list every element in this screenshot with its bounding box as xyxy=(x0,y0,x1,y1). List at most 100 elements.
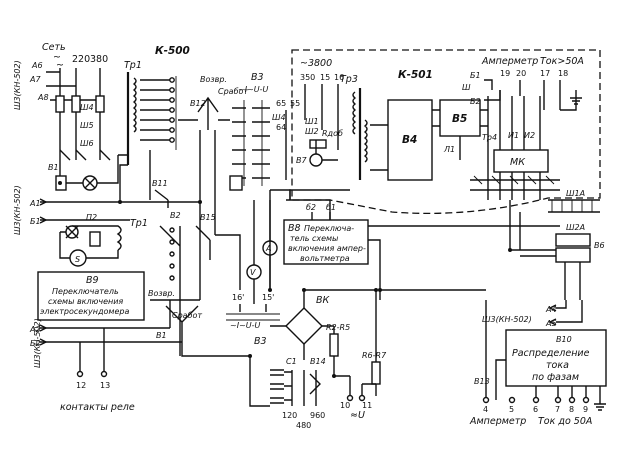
interconnect-wires xyxy=(119,180,486,356)
label-b5: В5 xyxy=(452,113,467,125)
label-mode-bot: ~I~U-U xyxy=(230,321,261,330)
label-b8-line2: тель схемы xyxy=(290,234,338,243)
label-sh2a: Ш2А xyxy=(566,223,585,232)
label-srabat-bot: Сработ xyxy=(172,311,202,320)
label-sh5-left: Ш5 xyxy=(80,121,94,130)
label-sh3-right: Ш3(КН-502) xyxy=(482,315,532,324)
label-p2: П2 xyxy=(86,213,97,222)
label-sh3-top: Ш3(КН-502) xyxy=(13,60,22,110)
label-t6: 6 xyxy=(533,405,538,414)
label-n19: 19 xyxy=(500,69,510,78)
b9-box xyxy=(37,271,145,321)
label-k500: К-500 xyxy=(155,45,190,57)
label-t4: 4 xyxy=(483,405,488,414)
k501-dashed-enclosure xyxy=(291,49,601,215)
label-220: 220 xyxy=(72,54,90,65)
label-b8-line4: вольтметра xyxy=(300,254,350,263)
label-t9: 9 xyxy=(583,405,588,414)
label-b9-title: В9 xyxy=(86,275,99,286)
label-b10-line2: тока xyxy=(546,360,569,371)
b10-box xyxy=(505,329,607,387)
label-b6: В6 xyxy=(594,241,605,250)
label-sh3-bot: Ш3(КН-502) xyxy=(33,318,42,368)
label-a-meter: А xyxy=(265,244,271,253)
label-b10-line1: Распределение xyxy=(512,348,590,359)
b8-box xyxy=(283,219,369,265)
label-b11: В11 xyxy=(152,179,168,188)
label-sh2: Ш2 xyxy=(305,127,319,136)
label-contacts: контакты реле xyxy=(60,402,135,413)
label-b8-line3: включения ампер- xyxy=(288,244,366,253)
block-mk xyxy=(493,149,549,173)
label-b1-top: Б1 xyxy=(470,71,481,80)
label-c12: 12 xyxy=(76,381,86,390)
label-b9-line3: электросекундомера xyxy=(40,307,129,316)
label-tok-top: Ток>50А xyxy=(540,56,584,67)
label-b1-sw: В1 xyxy=(156,331,167,340)
label-b12: В12 xyxy=(190,99,206,108)
label-b1-left: В1 xyxy=(48,163,59,172)
label-b9-line2: схемы включения xyxy=(48,297,123,306)
b9-switch-block: В9 Переключатель схемы включения электро… xyxy=(29,271,180,413)
label-b8-title: В8 xyxy=(288,223,301,234)
label-set: Сеть xyxy=(42,42,66,53)
label-b62: б2 xyxy=(306,203,316,212)
label-b15: В15 xyxy=(200,213,216,222)
label-v-meter: V xyxy=(250,268,256,277)
label-srabat-top: Сработ xyxy=(218,87,248,96)
b10-distribution-block: Ш3(КН-502) А4 А5 В10 Распределение тока … xyxy=(469,300,607,427)
label-380: 380 xyxy=(90,54,108,65)
label-c13: 13 xyxy=(100,381,110,390)
k500-transformer: К-500 Тр1 В11 xyxy=(119,45,190,208)
label-i2: И2 xyxy=(524,131,535,140)
label-3800: ~3800 xyxy=(300,58,332,69)
label-n18: 18 xyxy=(558,69,568,78)
label-n10: 10 xyxy=(340,401,350,410)
label-n350: 350 xyxy=(300,73,315,82)
label-n15b: 15 xyxy=(320,73,330,82)
label-tp1: Тр1 xyxy=(124,60,142,71)
label-t8: 8 xyxy=(569,405,574,414)
label-b2n: В2 xyxy=(170,211,181,220)
block-b4 xyxy=(387,99,433,181)
label-ammeter-top: Амперметр xyxy=(481,56,538,67)
label-960: 960 xyxy=(310,411,325,420)
label-i1: И1 xyxy=(508,131,519,140)
label-b10-title: В10 xyxy=(556,335,572,344)
label-a2: А2 xyxy=(29,325,41,334)
label-vozdr-top: Возвр. xyxy=(200,75,227,84)
label-n17: 17 xyxy=(540,69,550,78)
label-r6r7: R6-R7 xyxy=(362,351,387,360)
label-a5: А5 xyxy=(545,319,557,328)
label-n20: 20 xyxy=(516,69,526,78)
label-a6: А6 xyxy=(31,61,43,70)
label-sh1a: Ш1А xyxy=(566,189,585,198)
label-a7: А7 xyxy=(29,75,41,84)
label-sh1: Ш1 xyxy=(305,117,319,126)
label-b4: В4 xyxy=(402,134,417,146)
label-ac1: ~ xyxy=(53,52,61,63)
label-s: S xyxy=(75,255,80,264)
label-tp4: Тр4 xyxy=(482,133,497,142)
label-vk: ВК xyxy=(316,295,331,306)
label-b10-line3: по фазам xyxy=(532,372,579,383)
label-ac2: ~ xyxy=(56,60,64,71)
label-b7: В7 xyxy=(296,156,307,165)
label-b2-top: Б2 xyxy=(470,97,481,106)
label-t7: 7 xyxy=(555,405,560,414)
label-n55: 55 xyxy=(290,99,300,108)
label-b1-mid: Б1 xyxy=(30,217,41,226)
b8-switch-block: б2 б1 В8 Переключа- тель схемы включения… xyxy=(246,200,560,304)
label-sh4-left: Ш4 xyxy=(80,103,94,112)
k501-block: К-501 ~3800 350 15 16 Ш1 Ш2 Rдоб В7 Тр3 … xyxy=(296,56,584,200)
label-r-add: Rдоб xyxy=(322,129,343,138)
label-u-out: ≈U xyxy=(350,410,365,421)
label-vozdr-bot: Возвр. xyxy=(148,289,175,298)
label-k501: К-501 xyxy=(398,69,433,81)
b3-mode-switch-bottom: 16' 15' ~I~U-U В3 xyxy=(226,293,280,347)
label-b13: В13 xyxy=(474,377,490,386)
label-tp1-bottom: Тр1 xyxy=(130,218,148,229)
label-b8-line1: Переключа- xyxy=(304,224,354,233)
label-tok-bot: Ток до 50А xyxy=(538,416,592,427)
u-output-terminals: 10 11 ≈U xyxy=(334,375,376,421)
